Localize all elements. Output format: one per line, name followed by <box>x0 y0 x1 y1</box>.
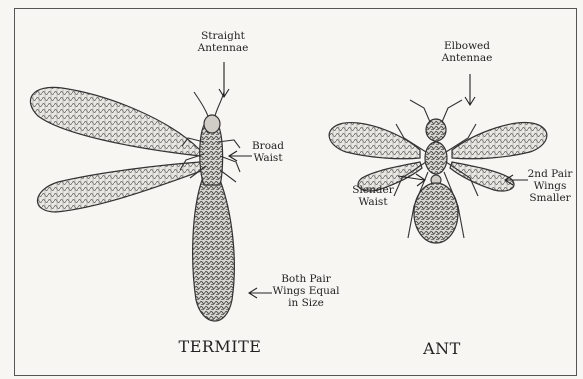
ant-wings-label: 2nd Pair Wings Smaller <box>524 168 576 204</box>
ant-figure <box>329 74 547 243</box>
termite-head <box>204 115 220 133</box>
ant-antenna-right <box>442 100 462 122</box>
ant-right-hindwing <box>450 162 514 191</box>
termite-wings-label: Both Pair Wings Equal in Size <box>266 273 346 309</box>
ant-antenna-left <box>410 100 430 122</box>
termite-antennae-arrow <box>219 62 229 97</box>
termite-antennae-label: Straight Antennae <box>188 30 258 54</box>
ant-thorax <box>425 142 447 174</box>
ant-antennae-label: Elbowed Antennae <box>432 40 502 64</box>
termite-long-wing <box>193 180 235 321</box>
ant-antennae-arrow <box>465 74 475 105</box>
termite-figure <box>30 62 272 321</box>
termite-upper-left-wing <box>30 87 200 156</box>
ant-right-forewing <box>452 123 547 159</box>
termite-waist-label: Broad Waist <box>246 140 290 164</box>
termite-title: TERMITE <box>160 338 280 356</box>
termite-antenna-left <box>194 92 208 116</box>
ant-left-forewing <box>329 123 420 159</box>
ant-head <box>426 119 446 141</box>
ant-abdomen <box>414 183 458 243</box>
ant-title: ANT <box>412 340 472 358</box>
ant-waist-label: Slender Waist <box>348 184 398 208</box>
termite-lower-left-wing <box>37 162 204 212</box>
